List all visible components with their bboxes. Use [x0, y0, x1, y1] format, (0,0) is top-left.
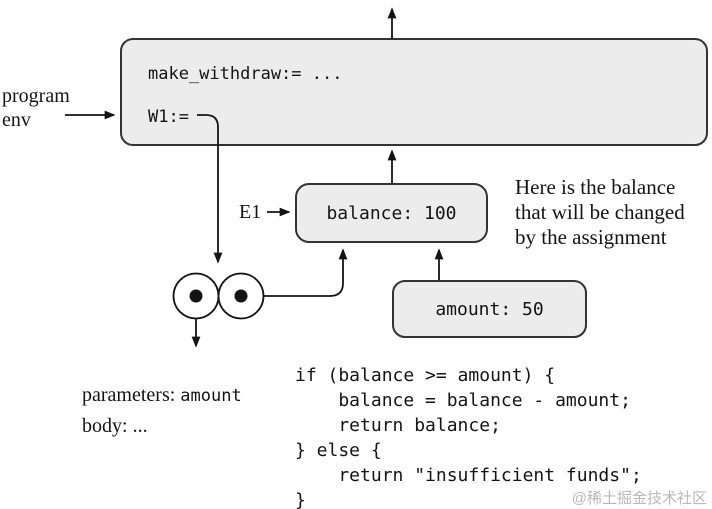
body-row: body: ...	[62, 392, 148, 461]
code-line: return "insufficient funds";	[295, 465, 642, 486]
code-line: return balance;	[295, 415, 501, 436]
parameters-row: parameters: amount	[62, 361, 242, 430]
code-line: }	[295, 490, 306, 509]
program-env-line2: env	[2, 109, 31, 131]
procedure-env-circle	[217, 272, 265, 320]
code-line: if (balance >= amount) {	[295, 365, 556, 386]
e1-frame: balance: 100	[295, 183, 488, 243]
annotation-line2: that will be changed	[515, 200, 685, 224]
parameters-label: parameters:	[82, 384, 181, 406]
amount-frame: amount: 50	[392, 280, 587, 338]
procedure-code-circle	[172, 272, 220, 320]
code-block: if (balance >= amount) { balance = balan…	[295, 363, 642, 509]
annotation-line1: Here is the balance	[515, 175, 676, 199]
balance-binding: balance: 100	[326, 202, 457, 224]
code-line: balance = balance - amount;	[295, 390, 631, 411]
parameters-value: amount	[180, 386, 242, 406]
w1-binding: W1:=	[148, 107, 189, 127]
program-env-label: program env	[2, 84, 70, 132]
code-line: } else {	[295, 440, 382, 461]
procedure-env-dot	[234, 289, 248, 303]
body-value: ...	[132, 415, 148, 437]
e1-label: E1	[239, 201, 262, 223]
watermark: @稀土掘金技术社区	[571, 490, 707, 507]
balance-annotation: Here is the balance that will be changed…	[515, 175, 685, 250]
body-label: body:	[82, 415, 133, 437]
program-env-line1: program	[2, 85, 70, 107]
procedure-code-dot	[189, 289, 203, 303]
make-withdraw-binding: make_withdraw:= ...	[148, 64, 343, 84]
amount-binding: amount: 50	[435, 298, 544, 320]
annotation-line3: by the assignment	[515, 225, 667, 249]
global-env-frame: make_withdraw:= ... W1:=	[120, 38, 708, 146]
procedure-env-arrow	[246, 248, 348, 297]
